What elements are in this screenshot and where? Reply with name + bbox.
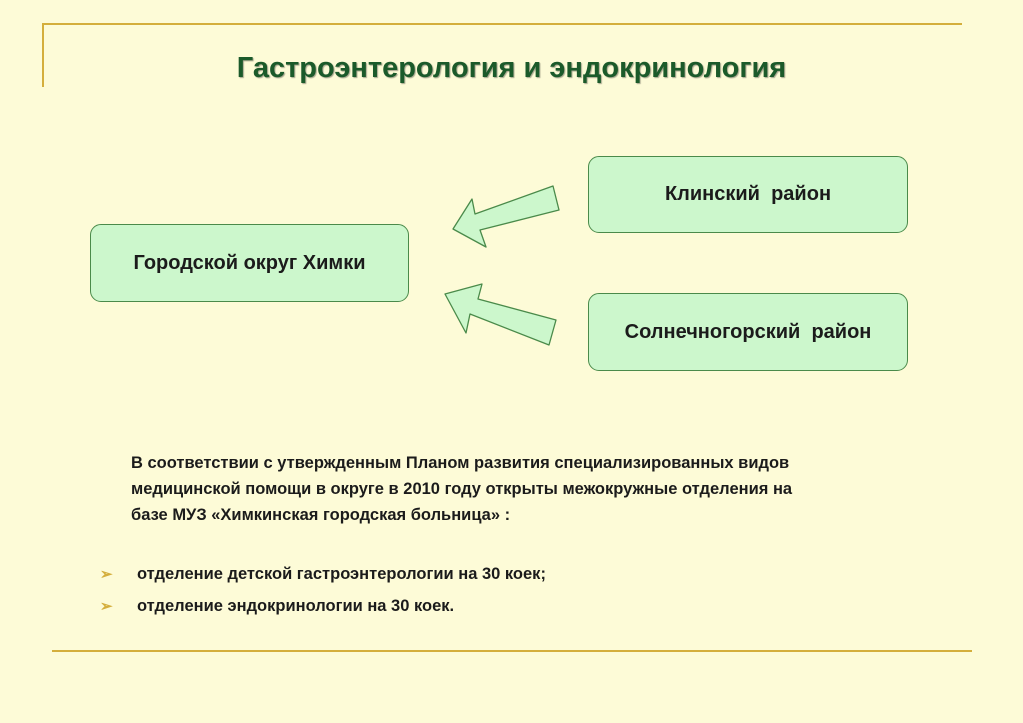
description-paragraph: В соответствии с утвержденным Планом раз… xyxy=(131,450,931,528)
arrow-solnech-to-khimki xyxy=(444,283,557,346)
paragraph-line: медицинской помощи в округе в 2010 году … xyxy=(131,480,793,498)
box-gorodskoy-okrug-khimki: Городской округ Химки xyxy=(90,224,409,302)
box-klinskiy-rayon: Клинский район xyxy=(588,156,908,233)
frame-top-line xyxy=(42,23,962,25)
list-item-text: отделение эндокринологии на 30 коек. xyxy=(137,596,455,615)
list-item: ➢ отделение эндокринологии на 30 коек. xyxy=(100,590,900,622)
arrow-bullet-icon: ➢ xyxy=(100,598,113,615)
box-solnechnogorskiy-rayon: Солнечногорский район xyxy=(588,293,908,371)
bullet-list: ➢ отделение детской гастроэнтерологии на… xyxy=(100,558,900,622)
paragraph-line: В соответствии с утвержденным Планом раз… xyxy=(131,454,790,472)
paragraph-line: базе МУЗ «Химкинская городская больница»… xyxy=(131,506,511,524)
list-item-text: отделение детской гастроэнтерологии на 3… xyxy=(137,564,546,583)
list-item: ➢ отделение детской гастроэнтерологии на… xyxy=(100,558,900,590)
arrow-bullet-icon: ➢ xyxy=(100,566,113,583)
slide-title: Гастроэнтерология и эндокринология xyxy=(236,52,787,84)
arrow-klin-to-khimki xyxy=(452,185,560,248)
frame-left-line xyxy=(42,23,44,87)
frame-bottom-line xyxy=(52,650,972,652)
